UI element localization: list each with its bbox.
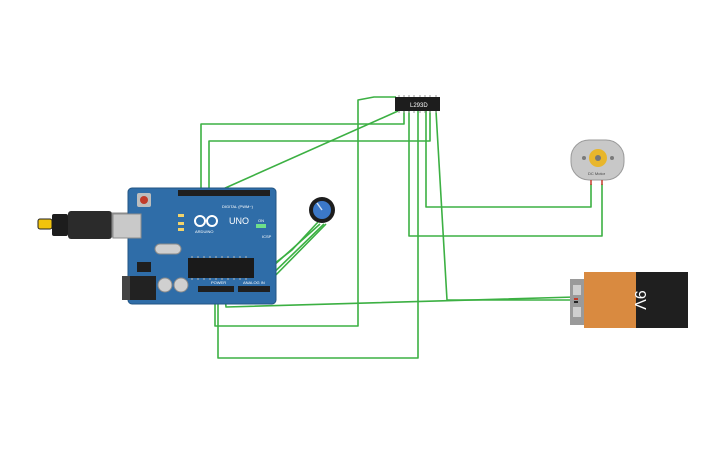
wires [200, 96, 603, 359]
wire-d10-l293d-en[interactable] [213, 110, 399, 194]
wire-d12-l293d-in[interactable] [208, 111, 431, 192]
crystal [154, 243, 182, 255]
on-label: ON [258, 218, 264, 223]
digital-label: DIGITAL (PWM~) [222, 204, 254, 209]
icsp-label: ICSP [262, 234, 272, 239]
power-header [198, 286, 234, 292]
motor-label: DC Motor [588, 171, 606, 176]
battery-label: 9V [631, 290, 648, 310]
wire-gnd-l293d-vcc[interactable] [214, 96, 396, 327]
wire-l293d-motor-1[interactable] [425, 111, 592, 208]
atmega-chip [188, 258, 254, 278]
arduino-logo-icon [194, 215, 218, 227]
led-tx [178, 222, 184, 225]
usb-port [112, 213, 142, 239]
wire-d13-l293d-in[interactable] [200, 111, 405, 192]
board-brand: UNO [229, 216, 249, 226]
capacitor-1 [157, 277, 173, 293]
l293d-label: L293D [410, 103, 428, 109]
led-l [178, 214, 184, 217]
dc-motor[interactable]: DC Motor [570, 139, 625, 185]
led-on [256, 224, 266, 228]
battery-9v[interactable]: 9V [570, 272, 688, 328]
wire-l293d-battery-pos[interactable] [435, 110, 575, 301]
wire-gnd-battery-neg[interactable] [223, 284, 576, 308]
led-rx [178, 228, 184, 231]
arduino-uno-board[interactable]: UNO ARDUINO DIGITAL (PWM~) POWER ANALOG … [112, 187, 277, 305]
power-label: POWER [211, 280, 226, 285]
l293d-driver-chip[interactable]: L293D [395, 95, 440, 113]
analog-header [238, 286, 270, 292]
wire-l293d-motor-2[interactable] [408, 111, 603, 237]
board-logo-text: ARDUINO [195, 229, 213, 234]
wire-pot-gnd[interactable] [266, 223, 327, 285]
capacitor-2 [173, 277, 189, 293]
digital-header [178, 190, 270, 196]
analog-label: ANALOG IN [243, 280, 265, 285]
potentiometer[interactable] [309, 197, 335, 223]
wire-5v-l293d[interactable] [217, 111, 419, 359]
